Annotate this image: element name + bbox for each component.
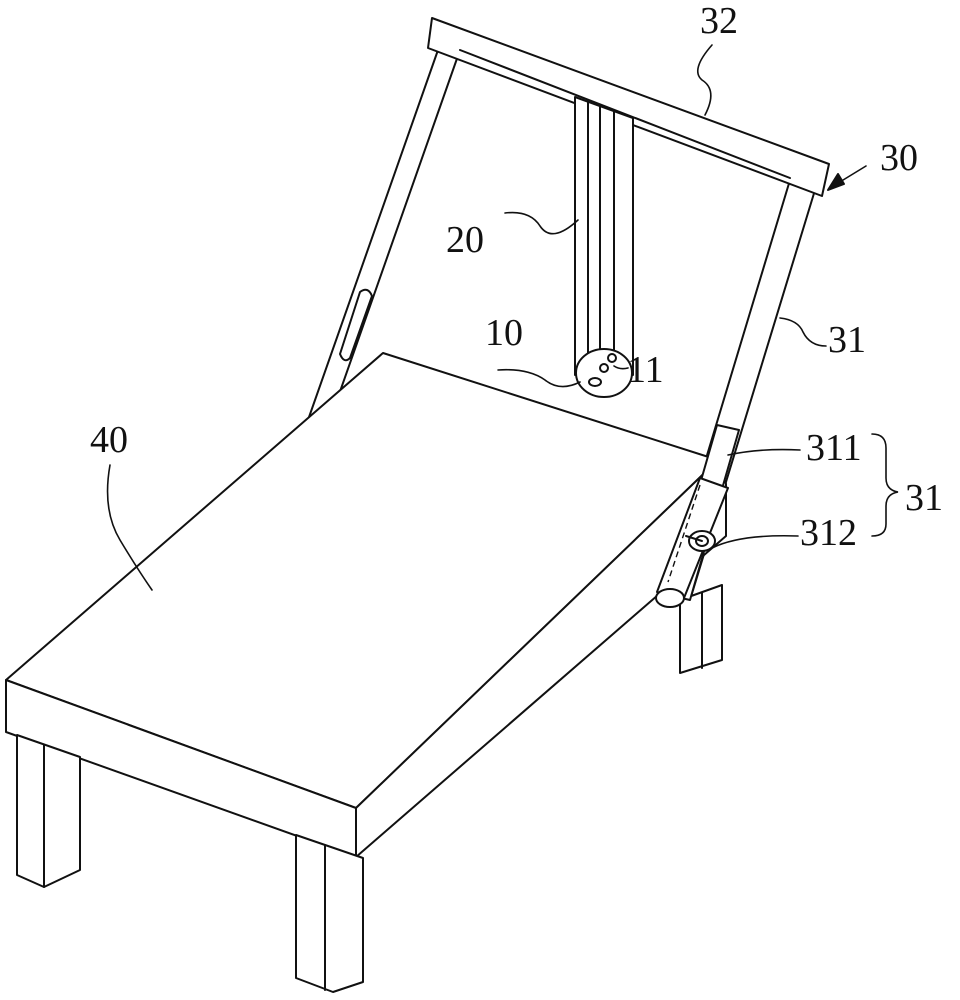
vertical-rail-assembly <box>574 96 634 398</box>
leader-10 <box>497 368 581 388</box>
leader-32 <box>696 44 713 116</box>
front-right-leg <box>295 834 364 993</box>
label-311: 311 <box>806 427 862 469</box>
leader-40 <box>106 464 153 591</box>
left-upright-slot <box>339 288 373 362</box>
pivot-axle <box>685 535 703 542</box>
label-31-upright: 31 <box>828 319 866 361</box>
label-30: 30 <box>880 137 918 179</box>
leader-31 <box>779 317 827 347</box>
label-20: 20 <box>446 219 484 261</box>
group-brace <box>871 433 899 537</box>
seat-platform <box>5 352 727 858</box>
head-hole-3 <box>607 353 617 363</box>
label-312: 312 <box>800 512 857 554</box>
label-11: 11 <box>627 349 664 391</box>
top-crossbar-edge <box>459 49 791 179</box>
leader-20 <box>504 211 579 235</box>
leader-11 <box>613 365 629 370</box>
label-40: 40 <box>90 419 128 461</box>
head-hole-2 <box>599 363 609 373</box>
adjuster-assembly <box>655 424 740 608</box>
label-32: 32 <box>700 0 738 42</box>
adjuster-hidden-line <box>667 484 701 583</box>
leader-312 <box>711 534 799 549</box>
adjuster-rod-end <box>655 588 685 608</box>
vertical-rail <box>574 96 634 376</box>
head-hole-1 <box>588 377 602 387</box>
leader-lines <box>106 44 899 591</box>
leader-311 <box>727 448 801 456</box>
front-left-leg <box>16 734 81 888</box>
leader-30-arrow <box>827 173 845 191</box>
top-crossbar <box>427 17 830 197</box>
label-31-group: 31 <box>905 477 943 519</box>
label-10: 10 <box>485 312 523 354</box>
